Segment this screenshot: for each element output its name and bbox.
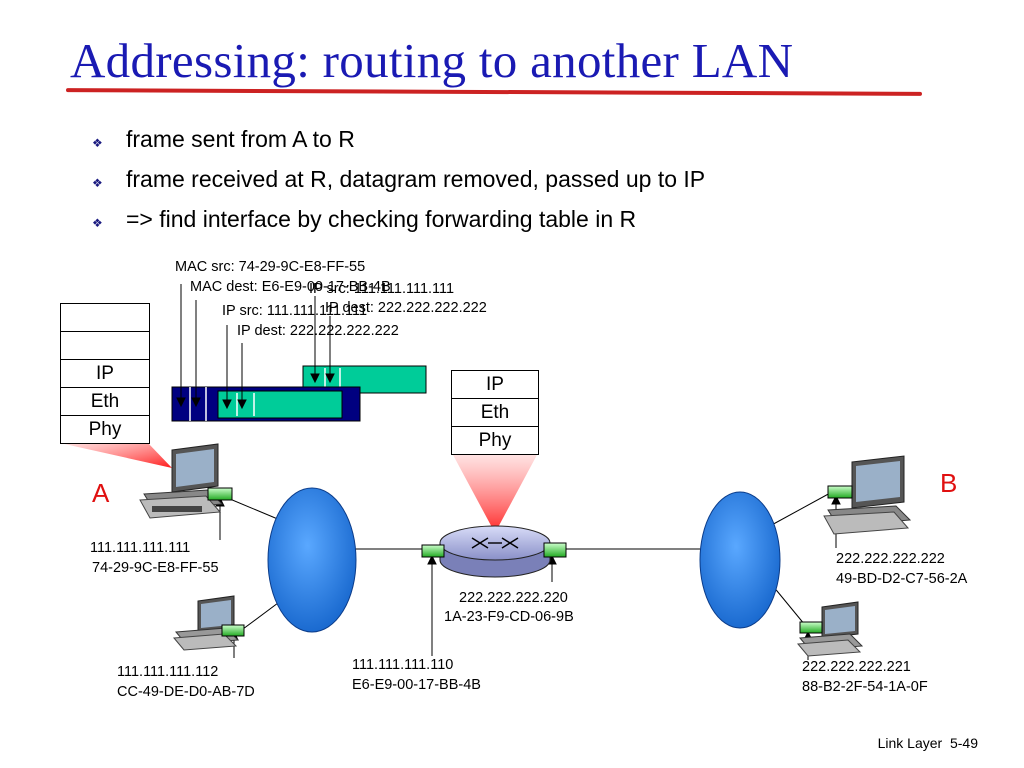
ip-src-label: IP src: 111.111.111.111 <box>222 303 368 319</box>
router-left-interface <box>421 544 445 558</box>
host-b-ip: 222.222.222.222 <box>836 551 945 567</box>
router-protocol-stack: IP Eth Phy <box>451 370 539 455</box>
stack-layer-eth: Eth <box>61 388 149 416</box>
subnet-1-cloud <box>267 487 357 633</box>
slide-footer: Link Layer 5-49 <box>878 735 978 751</box>
router-right-ip: 222.222.222.220 <box>459 590 568 606</box>
host-a-computer-icon <box>139 443 224 519</box>
stack-layer-ip: IP <box>61 360 149 388</box>
frame-datagram-payload <box>217 390 343 419</box>
host-221-computer-icon <box>796 601 864 657</box>
stack-layer-empty <box>61 304 149 332</box>
stack-layer-eth: Eth <box>452 399 538 427</box>
host-221-mac: 88-B2-2F-54-1A-0F <box>802 679 928 695</box>
page-title: Addressing: routing to another LAN <box>70 33 794 88</box>
router-right-interface <box>543 542 567 558</box>
footer-page-number: 5-49 <box>949 735 978 751</box>
ip-src-label: IP src: 111.111.111.111 <box>309 281 455 297</box>
router-icon <box>439 525 551 578</box>
host-a-stack-beam <box>60 443 172 468</box>
mac-dest-label: MAC dest: E6-E9-00-17-BB-4B <box>190 279 391 295</box>
host-221-ip: 222.222.222.221 <box>802 659 911 675</box>
mac-src-label: MAC src: 74-29-9C-E8-FF-55 <box>175 259 366 275</box>
host-112-interface <box>221 624 245 637</box>
footer-section: Link Layer <box>877 735 943 751</box>
host-b-label: B <box>940 468 958 498</box>
host-112-mac: CC-49-DE-D0-AB-7D <box>117 684 255 700</box>
subnet-2-cloud <box>699 491 781 629</box>
router-left-ip: 111.111.111.110 <box>352 657 454 673</box>
stack-layer-empty <box>61 332 149 360</box>
diamond-bullet-icon: ❖ <box>92 136 103 150</box>
router-right-mac: 1A-23-F9-CD-06-9B <box>444 609 574 625</box>
router-left-mac: E6-E9-00-17-BB-4B <box>352 677 481 693</box>
host-112-ip: 111.111.111.112 <box>117 664 219 680</box>
host-a-interface <box>207 487 233 501</box>
diamond-bullet-icon: ❖ <box>92 216 103 230</box>
diamond-bullet-icon: ❖ <box>92 176 103 190</box>
host-a-label: A <box>92 478 110 508</box>
stack-layer-phy: Phy <box>88 419 122 440</box>
host-b-computer-icon <box>823 455 912 535</box>
ip-dest-label: IP dest: 222.222.222.222 <box>325 300 487 316</box>
host-a-mac: 74-29-9C-E8-FF-55 <box>92 560 219 576</box>
host-112-computer-icon <box>172 595 240 651</box>
ip-dest-label: IP dest: 222.222.222.222 <box>237 323 399 339</box>
router-stack-beam <box>452 453 538 533</box>
host-221-interface <box>799 621 823 634</box>
host-b-mac: 49-BD-D2-C7-56-2A <box>836 571 968 587</box>
host-a-protocol-stack: IP Eth Phy <box>60 303 150 444</box>
host-b-interface <box>827 485 853 499</box>
frame-pointers <box>176 284 335 410</box>
host-a-ip: 111.111.111.111 <box>90 540 191 556</box>
stack-layer-ip: IP <box>452 371 538 399</box>
stack-layer-phy: Phy <box>478 430 512 451</box>
